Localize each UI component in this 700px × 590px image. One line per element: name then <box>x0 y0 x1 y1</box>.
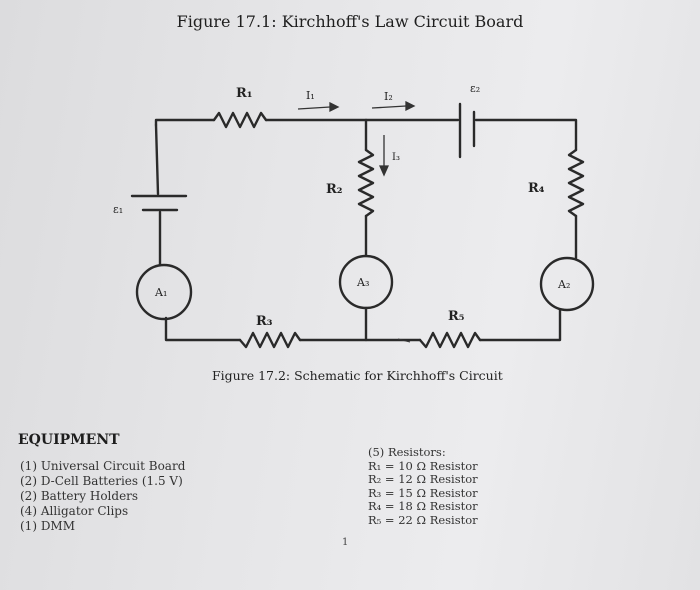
label-r5: R₅ <box>448 309 465 324</box>
label-r4: R₄ <box>528 181 545 196</box>
page-number: 1 <box>342 537 349 548</box>
label-i2: I₂ <box>384 90 393 103</box>
equipment-item: (1) DMM <box>20 519 76 533</box>
wire-bottom-left <box>164 316 242 342</box>
ammeter-a2 <box>539 256 595 312</box>
resistor-item: R₂ = 12 Ω Resistor <box>368 472 478 487</box>
equipment-item: (1) Universal Circuit Board <box>20 459 186 473</box>
resistor-r1 <box>212 111 268 129</box>
ammeter-a1 <box>135 263 193 321</box>
label-r1: R₁ <box>236 86 253 101</box>
equipment-heading: EQUIPMENT <box>18 432 120 448</box>
wire-top-right <box>474 118 578 152</box>
figure-caption: Figure 17.2: Schematic for Kirchhoff's C… <box>212 368 503 383</box>
resistor-item: R₁ = 10 Ω Resistor <box>368 458 478 473</box>
resistor-item: R₃ = 15 Ω Resistor <box>368 485 478 500</box>
resistor-r2 <box>357 148 375 218</box>
wire-top-left <box>154 118 216 127</box>
resistor-item: R₅ = 22 Ω Resistor <box>368 512 478 527</box>
resistor-list-heading: (5) Resistors: <box>368 445 446 459</box>
label-a1: A₁ <box>154 286 167 299</box>
equipment-item: (4) Alligator Clips <box>20 504 129 518</box>
label-r2: R₂ <box>326 182 343 197</box>
label-i1: I₁ <box>306 89 315 102</box>
label-i3: I₃ <box>392 152 400 163</box>
label-e2: ε₂ <box>470 82 480 95</box>
label-a3: A₃ <box>356 276 369 289</box>
resistor-item: R₄ = 18 Ω Resistor <box>368 499 478 514</box>
equipment-item: (2) D-Cell Batteries (1.5 V) <box>20 474 183 488</box>
figure-title: Figure 17.1: Kirchhoff's Law Circuit Boa… <box>176 12 524 31</box>
resistor-r5 <box>418 331 482 349</box>
wire-left-upper <box>154 123 160 196</box>
current-i2-arrowhead <box>405 100 416 112</box>
current-i3-arrowhead <box>378 165 390 177</box>
wire-right-bottom <box>478 308 562 342</box>
equipment-list: (1) Universal Circuit Board (2) D-Cell B… <box>20 459 185 534</box>
current-i1-arrow <box>297 106 331 110</box>
resistor-list: (5) Resistors: R₁ = 10 Ω Resistor R₂ = 1… <box>368 445 478 528</box>
resistor-r3 <box>238 331 302 349</box>
label-r3: R₃ <box>256 314 273 329</box>
label-a2: A₂ <box>557 278 570 291</box>
equipment-item: (2) Battery Holders <box>20 489 139 503</box>
current-i1-arrowhead <box>329 101 340 113</box>
current-i2-arrow <box>371 105 407 109</box>
pencil-mark <box>397 338 411 343</box>
label-e1: ε₁ <box>113 203 123 216</box>
resistor-r4 <box>567 148 585 218</box>
